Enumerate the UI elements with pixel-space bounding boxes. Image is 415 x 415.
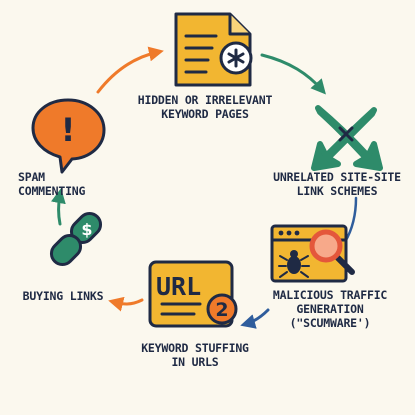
arrow-hidden-to-link-schemes xyxy=(260,53,326,95)
document-asterisk-icon xyxy=(174,12,253,87)
scumware-line-3: ("SCUMWARE') xyxy=(289,316,371,330)
url-stuffing-line-1: KEYWORD STUFFING xyxy=(141,341,249,355)
spam-line-1: SPAM xyxy=(18,170,45,184)
buying-links-line-1: BUYING LINKS xyxy=(22,289,104,303)
exclamation-mark: ! xyxy=(61,111,76,149)
arrow-scumware-to-url xyxy=(240,308,270,329)
arrow-spam-to-hidden xyxy=(96,46,164,94)
browser-bug-magnifier-icon xyxy=(270,224,355,283)
link-schemes-line-1: UNRELATED SITE-SITE xyxy=(273,170,401,184)
cross-arrows-icon xyxy=(311,105,383,171)
step-label-spam-commenting: SPAM COMMENTING xyxy=(18,170,118,198)
hidden-pages-line-2: KEYWORD PAGES xyxy=(161,107,249,121)
url-badge-number: 2 xyxy=(215,299,228,321)
spam-line-2: COMMENTING xyxy=(18,184,86,198)
hidden-pages-line-1: HIDDEN OR IRRELEVANT xyxy=(137,93,273,107)
exclamation-bubble-icon: ! xyxy=(31,98,106,174)
url-badge-icon: URL 2 xyxy=(148,260,238,328)
scumware-line-2: GENERATION xyxy=(296,302,364,316)
step-label-url-stuffing: KEYWORD STUFFING IN URLS xyxy=(120,341,270,369)
step-label-hidden-pages: HIDDEN OR IRRELEVANT KEYWORD PAGES xyxy=(120,93,290,121)
url-icon-text: URL xyxy=(156,272,201,301)
step-label-scumware: MALICIOUS TRAFFIC GENERATION ("SCUMWARE'… xyxy=(252,288,408,330)
arrow-url-to-buying-links xyxy=(108,296,144,312)
url-stuffing-line-2: IN URLS xyxy=(171,355,219,369)
chain-dollar-text: $ xyxy=(81,220,92,239)
step-label-link-schemes: UNRELATED SITE-SITE LINK SCHEMES xyxy=(262,170,412,198)
chain-link-dollar-icon: $ xyxy=(49,211,103,267)
link-schemes-line-2: LINK SCHEMES xyxy=(296,184,378,198)
arrow-buying-links-to-spam xyxy=(51,188,66,226)
scumware-line-1: MALICIOUS TRAFFIC xyxy=(272,288,388,302)
step-label-buying-links: BUYING LINKS xyxy=(8,289,118,303)
